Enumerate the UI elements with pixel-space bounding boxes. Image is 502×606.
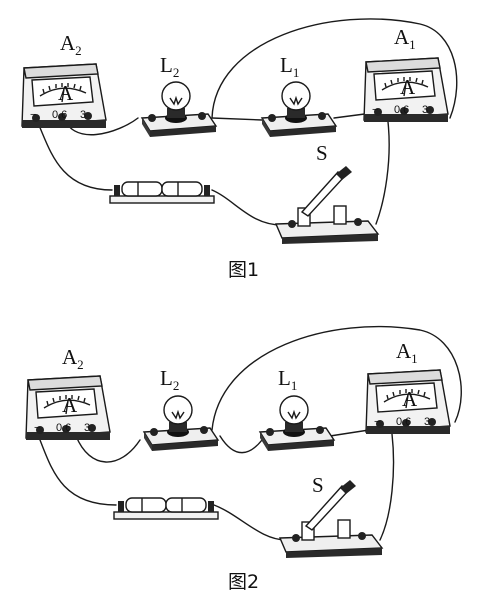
ammeter-a1-terminal-minus: − [374,416,380,428]
ammeter-a1-terminal-minus: − [372,104,378,116]
switch-s: S [279,473,383,559]
lamp-l1-body [259,395,335,452]
ammeter-a1: A1 A − 0.6 3 [363,25,449,123]
ammeter-a2-unit: A [62,393,78,417]
ammeter-a2-terminal-3: 3 [80,109,86,121]
ammeter-a1-terminal-0-6: 0.6 [394,104,409,116]
lamp-l2-label: L2 [160,53,179,80]
lamp-l1: L1 [261,53,337,138]
ammeter-a1-label: A1 [394,25,416,52]
lamp-l1-body [261,81,337,138]
lamp-l2-body [143,395,219,452]
switch-s-label: S [312,473,324,497]
ammeter-a2-terminal-3: 3 [84,422,90,434]
figure-1: A2 A − 0.6 3 L2 L1 A1 A − 0.6 3 S 图1 [21,18,458,281]
ammeter-a2-label: A2 [62,345,84,372]
ammeter-a1-terminal-3: 3 [424,416,430,428]
ammeter-a1-terminal-3: 3 [422,104,428,116]
battery-pack [113,497,219,520]
lamp-l2-label: L2 [160,366,179,393]
ammeter-a1-label: A1 [396,339,418,366]
switch-s-body [279,479,383,559]
battery-pack [109,181,215,204]
switch-s-body [275,165,379,245]
figure-2: A2 A − 0.6 3 L2 L1 A1 A − 0.6 3 S 图2 [25,326,462,593]
ammeter-a2-terminal-0-6: 0.6 [52,109,67,121]
ammeter-a2-unit: A [58,81,74,105]
lamp-l1-label: L1 [278,366,297,393]
lamp-l2-body [141,81,217,138]
switch-s: S [275,141,379,245]
figure-1-caption: 图1 [228,259,259,281]
lamp-l2: L2 [141,53,217,138]
ammeter-a1: A1 A − 0.6 3 [365,339,451,435]
lamp-l1-label: L1 [280,53,299,80]
ammeter-a2-label: A2 [60,31,82,58]
ammeter-a2: A2 A − 0.6 3 [25,345,111,441]
ammeter-a1-terminal-0-6: 0.6 [396,416,411,428]
figure-1-wires [37,18,458,226]
ammeter-a1-unit: A [402,387,418,411]
ammeter-a2: A2 A − 0.6 3 [21,31,107,129]
ammeter-a2-terminal-0-6: 0.6 [56,422,71,434]
switch-s-label: S [316,141,328,165]
figure-2-caption: 图2 [228,571,259,593]
ammeter-a2-terminal-minus: − [34,422,40,434]
lamp-l2: L2 [143,366,219,452]
ammeter-a2-terminal-minus: − [30,109,36,121]
lamp-l1: L1 [259,366,335,452]
ammeter-a1-unit: A [400,75,416,99]
